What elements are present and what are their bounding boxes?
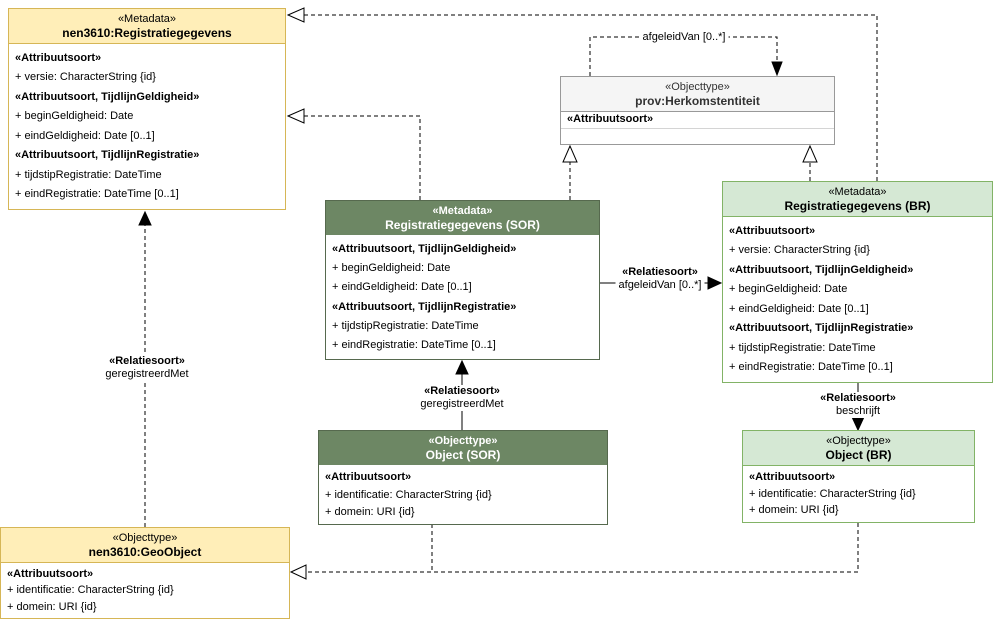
class-attributes: «Attribuutsoort» — [561, 112, 834, 144]
edge-realization-sor-to-nen[interactable] — [286, 108, 421, 200]
filled-arrowhead-icon — [455, 359, 469, 375]
attribute-row: + tijdstipRegistratie: DateTime — [729, 341, 876, 354]
class-object-sor[interactable]: «Objecttype» Object (SOR) «Attribuutsoor… — [318, 430, 608, 525]
edge-realization-sor-to-herkomst[interactable] — [562, 144, 578, 200]
attribute-row: + domein: URI {id} — [325, 505, 415, 518]
attribute-row: + versie: CharacterString {id} — [729, 244, 870, 257]
filled-arrowhead-icon — [138, 210, 152, 226]
class-stereotype: «Metadata» — [828, 186, 887, 198]
class-stereotype: «Objecttype» — [826, 435, 891, 447]
class-attributes: «Attribuutsoort» + versie: CharacterStri… — [9, 44, 285, 209]
class-nen3610-geoobject[interactable]: «Objecttype» nen3610:GeoObject «Attribuu… — [0, 527, 290, 619]
edge-afgeleidvan-self-loop[interactable] — [589, 36, 783, 77]
attribute-row: + versie: CharacterString {id} — [15, 71, 156, 84]
attribute-stereotype-row: «Attribuutsoort» — [15, 51, 102, 64]
attribute-row: + identificatie: CharacterString {id} — [7, 584, 174, 596]
edge-realization-objects-to-geoobject[interactable] — [289, 523, 859, 580]
attribute-stereotype-row: «Attribuutsoort» — [7, 567, 94, 580]
edge-label-geregistreerdmet-nen: «Relatiesoort» geregistreerdMet — [102, 355, 192, 381]
hollow-triangle-icon — [289, 564, 307, 580]
attribute-stereotype-row: «Attribuutsoort, TijdlijnRegistratie» — [15, 149, 200, 162]
attribute-stereotype-row: «Attribuutsoort» — [567, 113, 654, 125]
class-registratiegegevens-br[interactable]: «Metadata» Registratiegegevens (BR) «Att… — [722, 181, 993, 383]
attribute-row: + beginGeldigheid: Date — [729, 283, 848, 296]
filled-arrowhead-icon — [707, 276, 723, 290]
hollow-triangle-icon — [286, 7, 305, 23]
class-header: «Objecttype» nen3610:GeoObject — [1, 528, 289, 563]
class-stereotype: «Objecttype» — [112, 532, 178, 544]
attribute-row: + domein: URI {id} — [7, 600, 97, 613]
attribute-row: + eindRegistratie: DateTime [0..1] — [332, 338, 496, 351]
class-name: Registratiegegevens (BR) — [784, 199, 931, 213]
attribute-row: + identificatie: CharacterString {id} — [749, 487, 916, 500]
attribute-row: + eindGeldigheid: Date [0..1] — [15, 129, 155, 142]
class-name: prov:Herkomstentiteit — [635, 94, 760, 108]
class-header: «Metadata» nen3610:Registratiegegevens — [9, 9, 285, 44]
attribute-stereotype-row: «Attribuutsoort, TijdlijnRegistratie» — [332, 300, 517, 313]
class-registratiegegevens-sor[interactable]: «Metadata» Registratiegegevens (SOR) «At… — [325, 200, 600, 360]
edge-label-geregistreerdmet-sor: «Relatiesoort» geregistreerdMet — [417, 385, 507, 411]
attribute-row: + tijdstipRegistratie: DateTime — [15, 168, 162, 181]
hollow-triangle-icon — [562, 144, 578, 163]
class-stereotype: «Metadata» — [432, 205, 493, 217]
attribute-row: + eindGeldigheid: Date [0..1] — [332, 281, 472, 294]
edge-label-afgeleidvan: «Relatiesoort» afgeleidVan [0..*] — [615, 266, 705, 292]
edge-label-beschrijft: «Relatiesoort» beschrijft — [817, 392, 899, 418]
class-stereotype: «Objecttype» — [665, 81, 730, 93]
attribute-stereotype-row: «Attribuutsoort, TijdlijnGeldigheid» — [15, 90, 200, 103]
attribute-stereotype-row: «Attribuutsoort, TijdlijnGeldigheid» — [332, 243, 517, 256]
class-header: «Objecttype» Object (BR) — [743, 431, 974, 466]
class-attributes: «Attribuutsoort» + identificatie: Charac… — [743, 466, 974, 522]
class-header: «Objecttype» Object (SOR) — [319, 431, 607, 466]
attribute-row: + domein: URI {id} — [749, 504, 839, 517]
attribute-row: + tijdstipRegistratie: DateTime — [332, 319, 479, 332]
attribute-row: + beginGeldigheid: Date — [332, 262, 451, 275]
class-attributes: «Attribuutsoort» + versie: CharacterStri… — [723, 217, 992, 382]
compartment-divider — [561, 128, 834, 129]
class-name: nen3610:Registratiegegevens — [62, 26, 232, 40]
class-prov-herkomstentiteit[interactable]: «Objecttype» prov:Herkomstentiteit «Attr… — [560, 76, 835, 145]
edge-label-afgeleidvan-self: afgeleidVan [0..*] — [639, 31, 729, 44]
class-header: «Objecttype» prov:Herkomstentiteit — [561, 77, 834, 112]
attribute-row: + eindGeldigheid: Date [0..1] — [729, 302, 869, 315]
class-object-br[interactable]: «Objecttype» Object (BR) «Attribuutsoort… — [742, 430, 975, 523]
class-nen3610-registratiegegevens[interactable]: «Metadata» nen3610:Registratiegegevens «… — [8, 8, 286, 210]
edge-realization-br-to-herkomst[interactable] — [802, 144, 818, 181]
filled-arrowhead-icon — [851, 416, 865, 432]
class-attributes: «Attribuutsoort» + identificatie: Charac… — [319, 466, 607, 524]
attribute-row: + eindRegistratie: DateTime [0..1] — [729, 361, 893, 374]
attribute-stereotype-row: «Attribuutsoort, TijdlijnGeldigheid» — [729, 263, 914, 276]
hollow-triangle-icon — [286, 108, 305, 124]
attribute-stereotype-row: «Attribuutsoort, TijdlijnRegistratie» — [729, 322, 914, 335]
attribute-row: + beginGeldigheid: Date — [15, 110, 134, 123]
class-name: Object (BR) — [825, 448, 892, 462]
edge-realization-br-to-nen[interactable] — [286, 7, 878, 181]
attribute-row: + eindRegistratie: DateTime [0..1] — [15, 188, 179, 201]
class-attributes: «Attribuutsoort» + identificatie: Charac… — [1, 563, 289, 618]
class-header: «Metadata» Registratiegegevens (BR) — [723, 182, 992, 217]
class-stereotype: «Metadata» — [117, 13, 177, 25]
attribute-stereotype-row: «Attribuutsoort» — [749, 470, 836, 483]
attribute-stereotype-row: «Attribuutsoort» — [325, 471, 412, 484]
class-name: Registratiegegevens (SOR) — [385, 218, 540, 232]
class-name: Object (SOR) — [425, 448, 501, 462]
class-header: «Metadata» Registratiegegevens (SOR) — [326, 201, 599, 236]
class-name: nen3610:GeoObject — [88, 545, 202, 559]
attribute-row: + identificatie: CharacterString {id} — [325, 488, 492, 501]
hollow-triangle-icon — [802, 144, 818, 163]
class-attributes: «Attribuutsoort, TijdlijnGeldigheid» + b… — [326, 236, 599, 359]
attribute-stereotype-row: «Attribuutsoort» — [729, 224, 816, 237]
class-stereotype: «Objecttype» — [428, 435, 498, 447]
filled-arrowhead-icon — [771, 61, 783, 77]
